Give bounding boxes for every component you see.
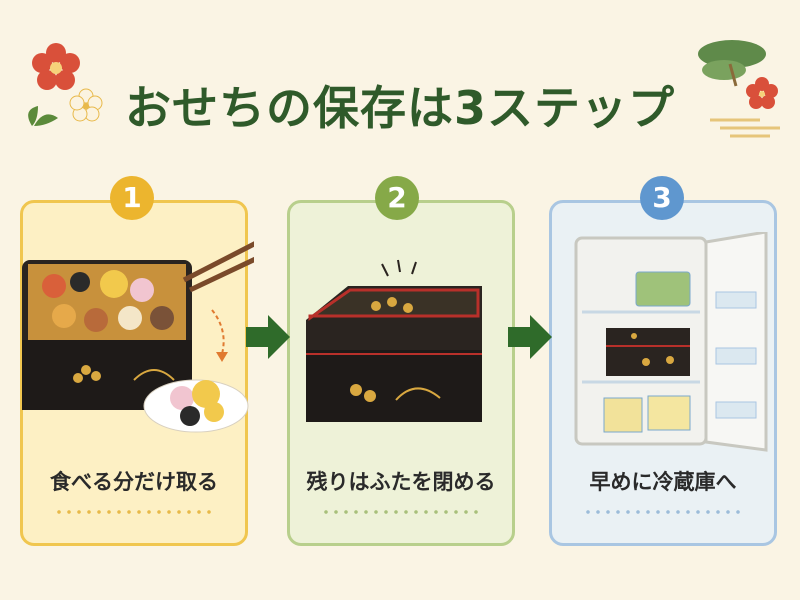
step-label-3: 早めに冷蔵庫へ: [589, 470, 737, 494]
pine-decoration-right: [698, 40, 780, 138]
plum-blossom-icon: [69, 88, 103, 122]
plum-blossom-decoration-left: [28, 43, 103, 126]
osechi-box-illustration: [22, 241, 254, 433]
step-label-2: 残りはふたを閉める: [306, 470, 496, 494]
dotted-divider: [583, 510, 743, 514]
bamboo-leaf-icon: [28, 106, 58, 126]
plum-blossom-icon: [746, 77, 778, 109]
dotted-divider: [54, 510, 214, 514]
arrow-right-icon: [508, 315, 552, 359]
step-number-badge-1: 1: [110, 176, 154, 220]
arrow-right-icon: [246, 315, 290, 359]
cloud-icon: [710, 118, 780, 138]
step-number-badge-3: 3: [640, 176, 684, 220]
page-title: おせちの保存は3ステップ: [124, 81, 675, 135]
step-number-badge-2: 2: [375, 176, 419, 220]
plum-blossom-icon: [32, 43, 80, 90]
pine-icon: [698, 40, 766, 87]
dotted-divider: [321, 510, 481, 514]
refrigerator-illustration: [574, 232, 768, 452]
closed-box-illustration: [306, 259, 482, 422]
step-label-1: 食べる分だけ取る: [50, 470, 218, 494]
